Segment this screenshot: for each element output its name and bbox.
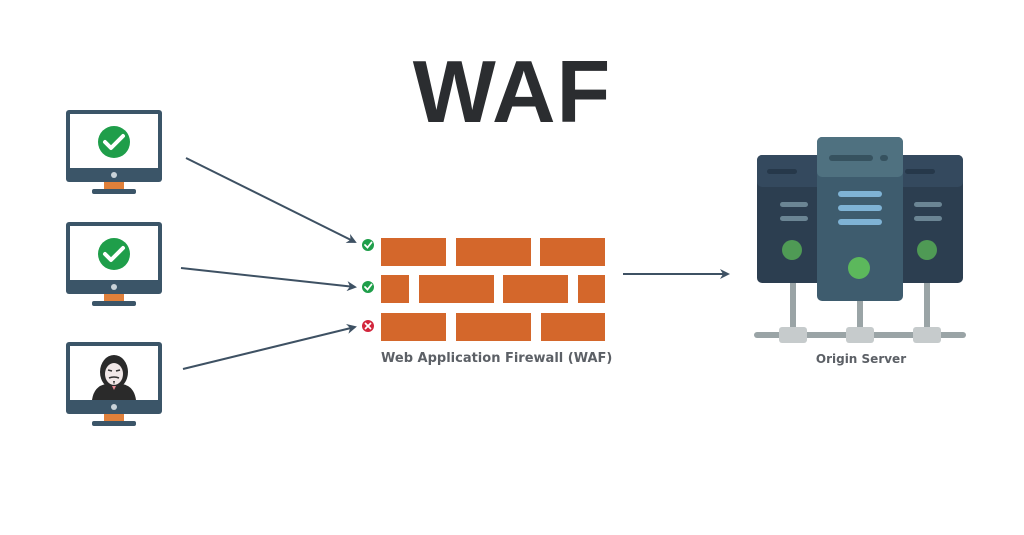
power-button-icon: [111, 284, 117, 290]
status-allowed-icon-2: [362, 281, 374, 293]
server-unit-center: [817, 137, 903, 301]
monitor-base: [92, 421, 136, 426]
brick: [419, 275, 494, 303]
arrow-attacker-to-waf: [182, 324, 357, 370]
firewall-brick-wall: [381, 238, 605, 341]
status-blocked-icon: [362, 320, 374, 332]
page-title: WAF: [412, 42, 612, 141]
brick: [578, 275, 605, 303]
brick: [456, 313, 531, 341]
hacker-icon: [92, 355, 136, 400]
origin-server-icon: [754, 137, 966, 343]
arrow-client-1-to-waf: [185, 157, 357, 243]
brick: [503, 275, 568, 303]
monitor-stand: [104, 182, 124, 189]
brick: [540, 238, 605, 266]
brick: [541, 313, 605, 341]
firewall-label: Web Application Firewall (WAF): [381, 351, 613, 366]
status-led: [848, 257, 870, 279]
power-button-icon: [111, 404, 117, 410]
status-led: [782, 240, 802, 260]
monitor-base: [92, 301, 136, 306]
client-monitor-attacker: [66, 342, 162, 426]
power-button-icon: [111, 172, 117, 178]
check-icon: [98, 126, 130, 158]
brick: [456, 238, 531, 266]
brick: [381, 275, 409, 303]
status-allowed-icon-1: [362, 239, 374, 251]
server-label: Origin Server: [815, 352, 907, 366]
monitor-stand: [104, 414, 124, 421]
monitor-stand: [104, 294, 124, 301]
check-icon: [98, 238, 130, 270]
brick: [381, 238, 446, 266]
client-monitor-2: [66, 222, 162, 306]
status-led: [917, 240, 937, 260]
client-monitor-1: [66, 110, 162, 194]
monitor-base: [92, 189, 136, 194]
arrow-client-2-to-waf: [180, 267, 357, 292]
brick: [381, 313, 446, 341]
